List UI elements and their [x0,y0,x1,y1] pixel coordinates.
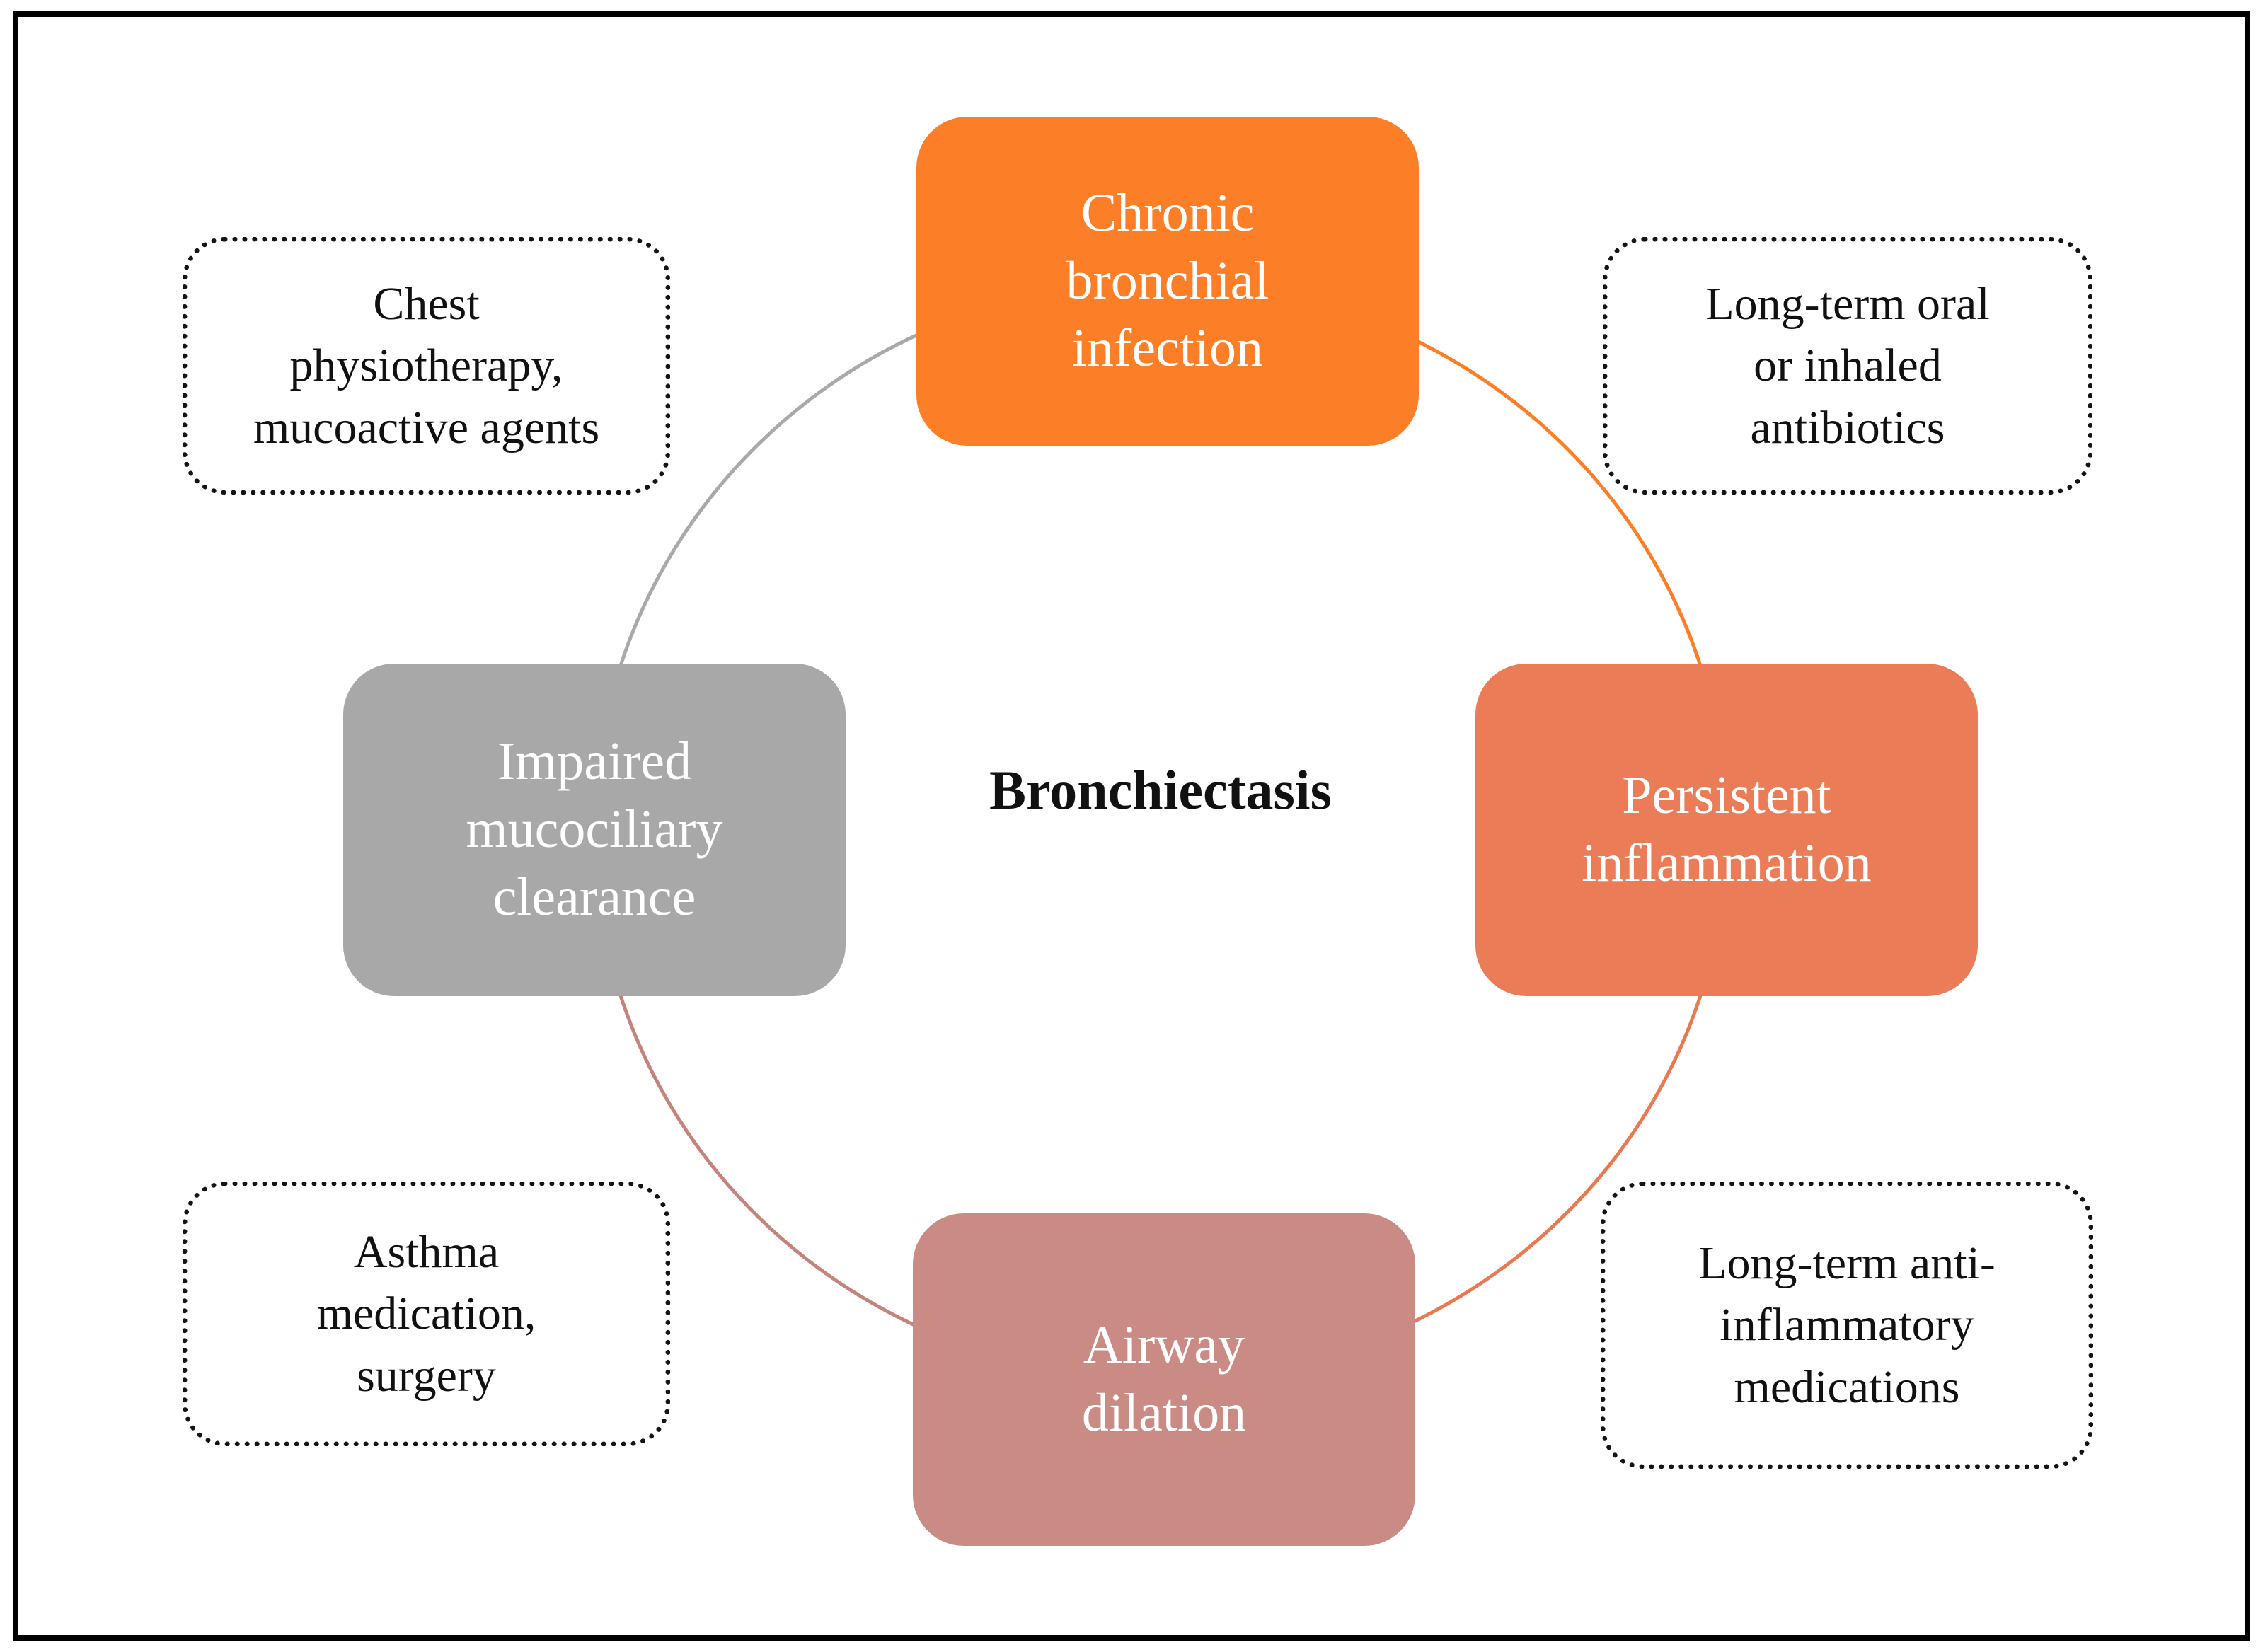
node-label-airway-dilation: Airway dilation [1081,1315,1247,1443]
treatment-box-asthma-medication-surgery: Asthma medication, surgery [183,1182,670,1446]
center-label: Bronchiectasis [989,759,1332,821]
node-label-impaired-mucociliary-clearance: Impaired mucociliary clearance [466,732,723,927]
node-label-chronic-bronchial-infection: Chronic bronchial infection [1066,183,1269,379]
treatment-box-chest-physiotherapy-mucoactive-agents: Chest physiotherapy, mucoactive agents [183,237,670,495]
node-label-persistent-inflammation: Persistent inflammation [1582,766,1872,893]
treatment-box-long-term-oral-or-inhaled-antibiotics: Long-term oral or inhaled antibiotics [1603,237,2092,495]
node-box-persistent-inflammation [1475,664,1978,996]
node-box-airway-dilation [913,1213,1415,1546]
treatment-box-long-term-anti-inflammatory-medications: Long-term anti- inflammatory medications [1601,1182,2093,1469]
figure-border [13,11,2250,1641]
node-box-impaired-mucociliary-clearance [343,664,846,996]
node-box-chronic-bronchial-infection [916,117,1419,446]
